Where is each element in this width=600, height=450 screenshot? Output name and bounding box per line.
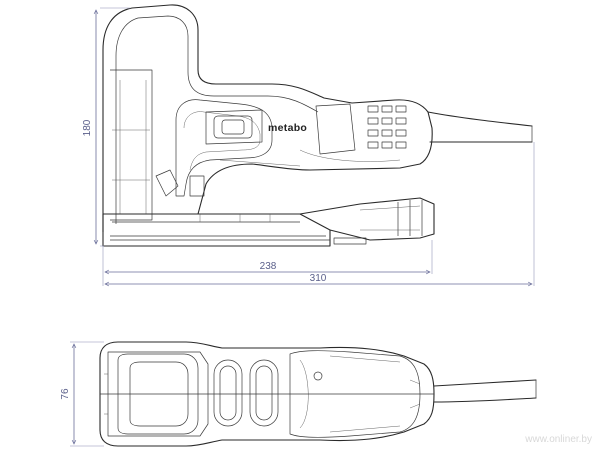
height-label: 180	[82, 119, 93, 136]
top-view	[99, 341, 537, 447]
dim-overall-length: 310	[105, 273, 532, 284]
dim-width-top: 76	[60, 341, 104, 447]
side-view: metabo	[102, 4, 533, 247]
overall-length-label: 310	[310, 273, 327, 284]
dim-base-length: 238	[102, 142, 535, 286]
brand-label: metabo	[268, 122, 307, 134]
dim-height-side: 180	[82, 7, 130, 247]
watermark: www.onliner.by	[524, 434, 592, 445]
base-length-label: 238	[260, 261, 277, 272]
width-label: 76	[60, 388, 71, 400]
